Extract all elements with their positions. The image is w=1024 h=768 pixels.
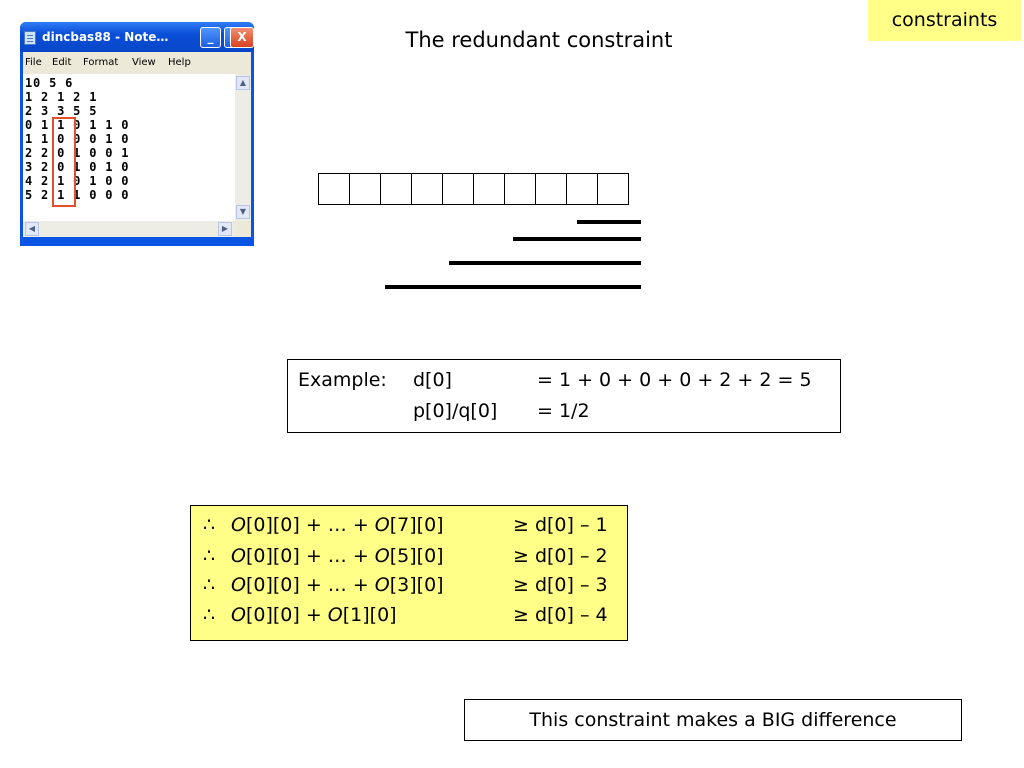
scroll-up-icon[interactable]: ▲ — [236, 76, 250, 90]
inequality-lhs: O[0][0] + … + O[3][0] — [231, 574, 444, 596]
therefore-icon: ∴ — [203, 514, 216, 536]
text-line: 5 2 1 1 0 0 0 — [25, 188, 130, 202]
example-ratio-value: = 1/2 — [537, 400, 590, 422]
span-bar — [577, 220, 641, 224]
text-line: 0 1 1 0 1 1 0 — [25, 118, 130, 132]
minimize-icon[interactable]: _ — [200, 27, 221, 48]
resize-grip-icon[interactable] — [235, 221, 251, 237]
inequality-lhs: O[0][0] + … + O[7][0] — [231, 514, 444, 536]
sequence-cell — [535, 173, 567, 205]
highlight-box — [52, 117, 76, 207]
example-ratio: p[0]/q[0] — [413, 400, 498, 422]
menu-help[interactable]: Help — [168, 57, 191, 68]
sequence-cell — [349, 173, 381, 205]
therefore-icon: ∴ — [203, 545, 216, 567]
sequence-cell — [318, 173, 350, 205]
inequality-rhs: ≥ d[0] – 2 — [513, 545, 608, 567]
text-line: 3 2 0 1 0 1 0 — [25, 160, 130, 174]
horizontal-scrollbar[interactable]: ◀ ▶ — [23, 221, 235, 237]
text-line: 1 1 0 0 0 1 0 — [25, 132, 130, 146]
menu-view[interactable]: View — [132, 57, 156, 68]
sequence-cell — [566, 173, 598, 205]
conclusion-box: This constraint makes a BIG difference — [464, 699, 962, 741]
menu-format[interactable]: Format — [83, 57, 119, 68]
example-box: Example: d[0] = 1 + 0 + 0 + 0 + 2 + 2 = … — [287, 359, 841, 433]
sequence-cells — [318, 173, 629, 205]
therefore-icon: ∴ — [203, 604, 216, 626]
notepad-text-area[interactable]: 10 5 6 1 2 1 2 1 2 3 3 5 5 0 1 1 0 1 1 0… — [23, 74, 235, 221]
vertical-scrollbar[interactable]: ▲ ▼ — [235, 74, 251, 221]
close-icon[interactable]: X — [230, 27, 254, 48]
menu-file[interactable]: File — [25, 57, 42, 68]
span-bar — [385, 285, 641, 289]
scroll-left-icon[interactable]: ◀ — [25, 222, 39, 236]
inequalities-box: ∴ O[0][0] + … + O[7][0] ≥ d[0] – 1 ∴ O[0… — [190, 505, 628, 641]
inequality-lhs: O[0][0] + O[1][0] — [231, 604, 397, 626]
text-line: 10 5 6 — [25, 76, 74, 90]
inequality-lhs: O[0][0] + … + O[5][0] — [231, 545, 444, 567]
slide-title: The redundant constraint — [405, 28, 673, 52]
scroll-right-icon[interactable]: ▶ — [218, 222, 232, 236]
span-bar — [513, 237, 641, 241]
text-line: 2 3 3 5 5 — [25, 104, 98, 118]
text-line: 2 2 0 1 0 0 1 — [25, 146, 130, 160]
example-d0: d[0] — [413, 369, 452, 391]
menu-edit[interactable]: Edit — [52, 57, 72, 68]
inequality-rhs: ≥ d[0] – 3 — [513, 574, 608, 596]
slide-tag: constraints — [868, 0, 1021, 41]
sequence-cell — [597, 173, 629, 205]
sequence-cell — [411, 173, 443, 205]
sequence-cell — [473, 173, 505, 205]
scroll-down-icon[interactable]: ▼ — [236, 205, 250, 219]
sequence-cell — [380, 173, 412, 205]
text-line: 1 2 1 2 1 — [25, 90, 98, 104]
notepad-menu-bar: File Edit Format View Help — [23, 52, 251, 74]
notepad-app-icon — [24, 31, 36, 45]
sequence-cell — [442, 173, 474, 205]
window-frame-bottom — [23, 237, 251, 246]
sequence-cell — [504, 173, 536, 205]
notepad-window: dincbas88 - Note… _ □ File Edit Format V… — [20, 22, 254, 246]
inequality-rhs: ≥ d[0] – 1 — [513, 514, 608, 536]
example-d0-value: = 1 + 0 + 0 + 0 + 2 + 2 = 5 — [537, 369, 812, 391]
span-bar — [449, 261, 641, 265]
inequality-rhs: ≥ d[0] – 4 — [513, 604, 608, 626]
notepad-title: dincbas88 - Note… — [42, 30, 169, 44]
example-label: Example: — [298, 369, 387, 391]
text-line: 4 2 1 0 1 0 0 — [25, 174, 130, 188]
therefore-icon: ∴ — [203, 574, 216, 596]
